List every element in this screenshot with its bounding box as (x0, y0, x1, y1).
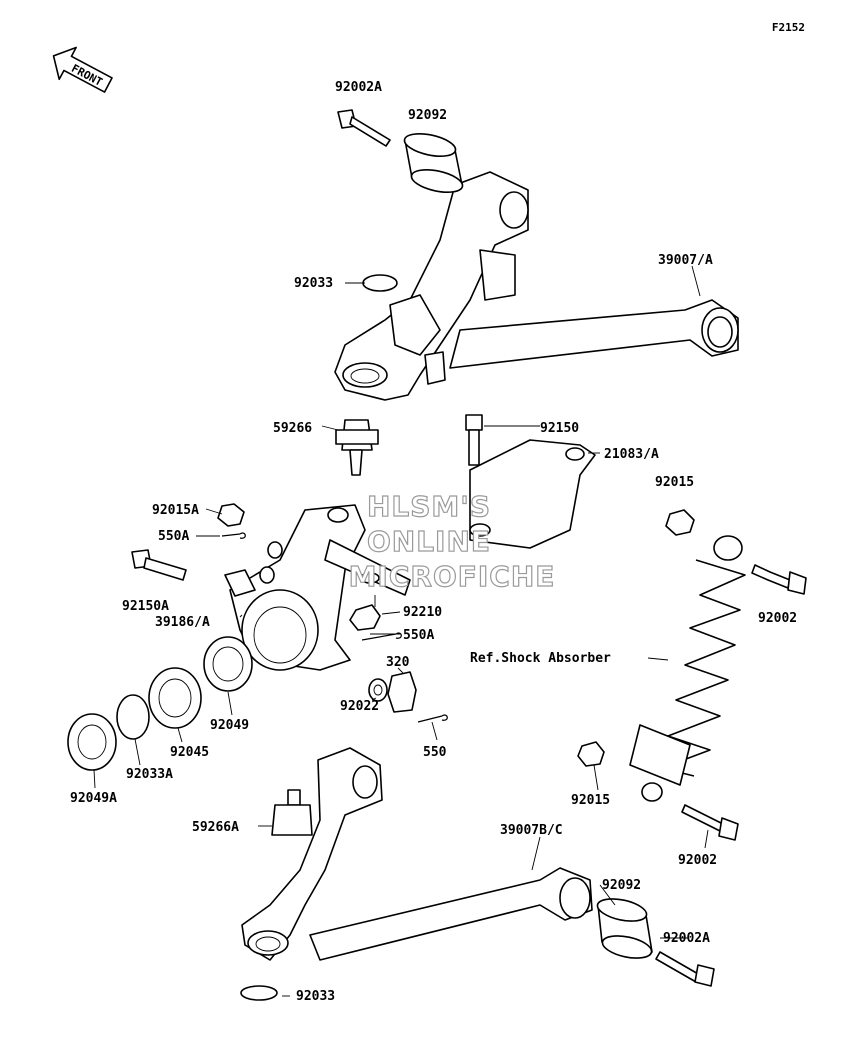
label-92002A-top: 92002A (335, 80, 382, 95)
label-550: 550 (423, 745, 447, 760)
label-59266A: 59266A (192, 820, 239, 835)
bushing-top (403, 133, 464, 193)
bolt-92002-low (681, 804, 739, 841)
watermark-line-3: MICROFICHE (349, 560, 556, 593)
label-92045: 92045 (170, 745, 209, 760)
circlip-top (362, 274, 398, 292)
shock-absorber (629, 535, 746, 802)
label-550A-top: 550A (158, 529, 189, 544)
label-92210: 92210 (403, 605, 442, 620)
nut-92015-top (665, 509, 695, 536)
label-39007BC: 39007B/C (500, 823, 563, 838)
label-59266: 59266 (273, 421, 312, 436)
label-92150A: 92150A (122, 599, 169, 614)
castle-nut-320 (387, 671, 417, 713)
label-92049: 92049 (210, 718, 249, 733)
label-92033-top: 92033 (294, 276, 333, 291)
bolt-92150A (131, 549, 187, 581)
cotter-pin-550 (417, 714, 448, 723)
leader-lines (93, 265, 709, 997)
label-92033A: 92033A (126, 767, 173, 782)
label-92049A: 92049A (70, 791, 117, 806)
label-92015-top: 92015 (655, 475, 694, 490)
nut-92210 (349, 604, 381, 631)
label-92150: 92150 (540, 421, 579, 436)
figure-id: F2152 (772, 21, 805, 34)
label-92092-top: 92092 (408, 108, 447, 123)
lower-a-arm (241, 747, 593, 961)
label-92033-low: 92033 (296, 989, 335, 1004)
bearing-stack (67, 636, 253, 771)
label-39007A: 39007/A (658, 253, 713, 268)
label-39186A: 39186/A (155, 615, 210, 630)
nut-92015-low (577, 741, 605, 767)
label-ref-shock-absorber: Ref.Shock Absorber (470, 651, 611, 666)
label-92015-low: 92015 (571, 793, 610, 808)
bracket-21083 (469, 439, 596, 549)
bolt-low (655, 951, 715, 987)
label-92002-low: 92002 (678, 853, 717, 868)
washer-92022 (368, 678, 388, 702)
bushing-low (596, 898, 653, 959)
nut-92015A (217, 503, 245, 527)
watermark: HLSM'S ONLINE MICROFICHE (348, 489, 556, 593)
label-92002A-low: 92002A (663, 931, 710, 946)
cotter-pin-550A-top (221, 532, 246, 539)
bolt-92002-right (751, 564, 807, 595)
bolt-top (337, 109, 391, 147)
label-92092-low: 92092 (602, 878, 641, 893)
bolt-92150 (465, 414, 483, 466)
ball-joint-top (335, 419, 379, 476)
label-21083A: 21083/A (604, 447, 659, 462)
label-92022: 92022 (340, 699, 379, 714)
label-550A-mid: 550A (403, 628, 434, 643)
ball-joint-low (271, 789, 313, 836)
steering-knuckle (224, 504, 411, 671)
watermark-line-1: HLSM'S (367, 490, 491, 523)
upper-a-arm (334, 171, 739, 401)
cotter-pin-550A-mid (361, 632, 402, 641)
watermark-line-2: ONLINE (367, 525, 491, 558)
front-arrow-icon: FRONT (52, 46, 113, 93)
label-320: 320 (386, 655, 410, 670)
label-92002-right: 92002 (758, 611, 797, 626)
label-92015A: 92015A (152, 503, 199, 518)
circlip-low (240, 985, 278, 1001)
